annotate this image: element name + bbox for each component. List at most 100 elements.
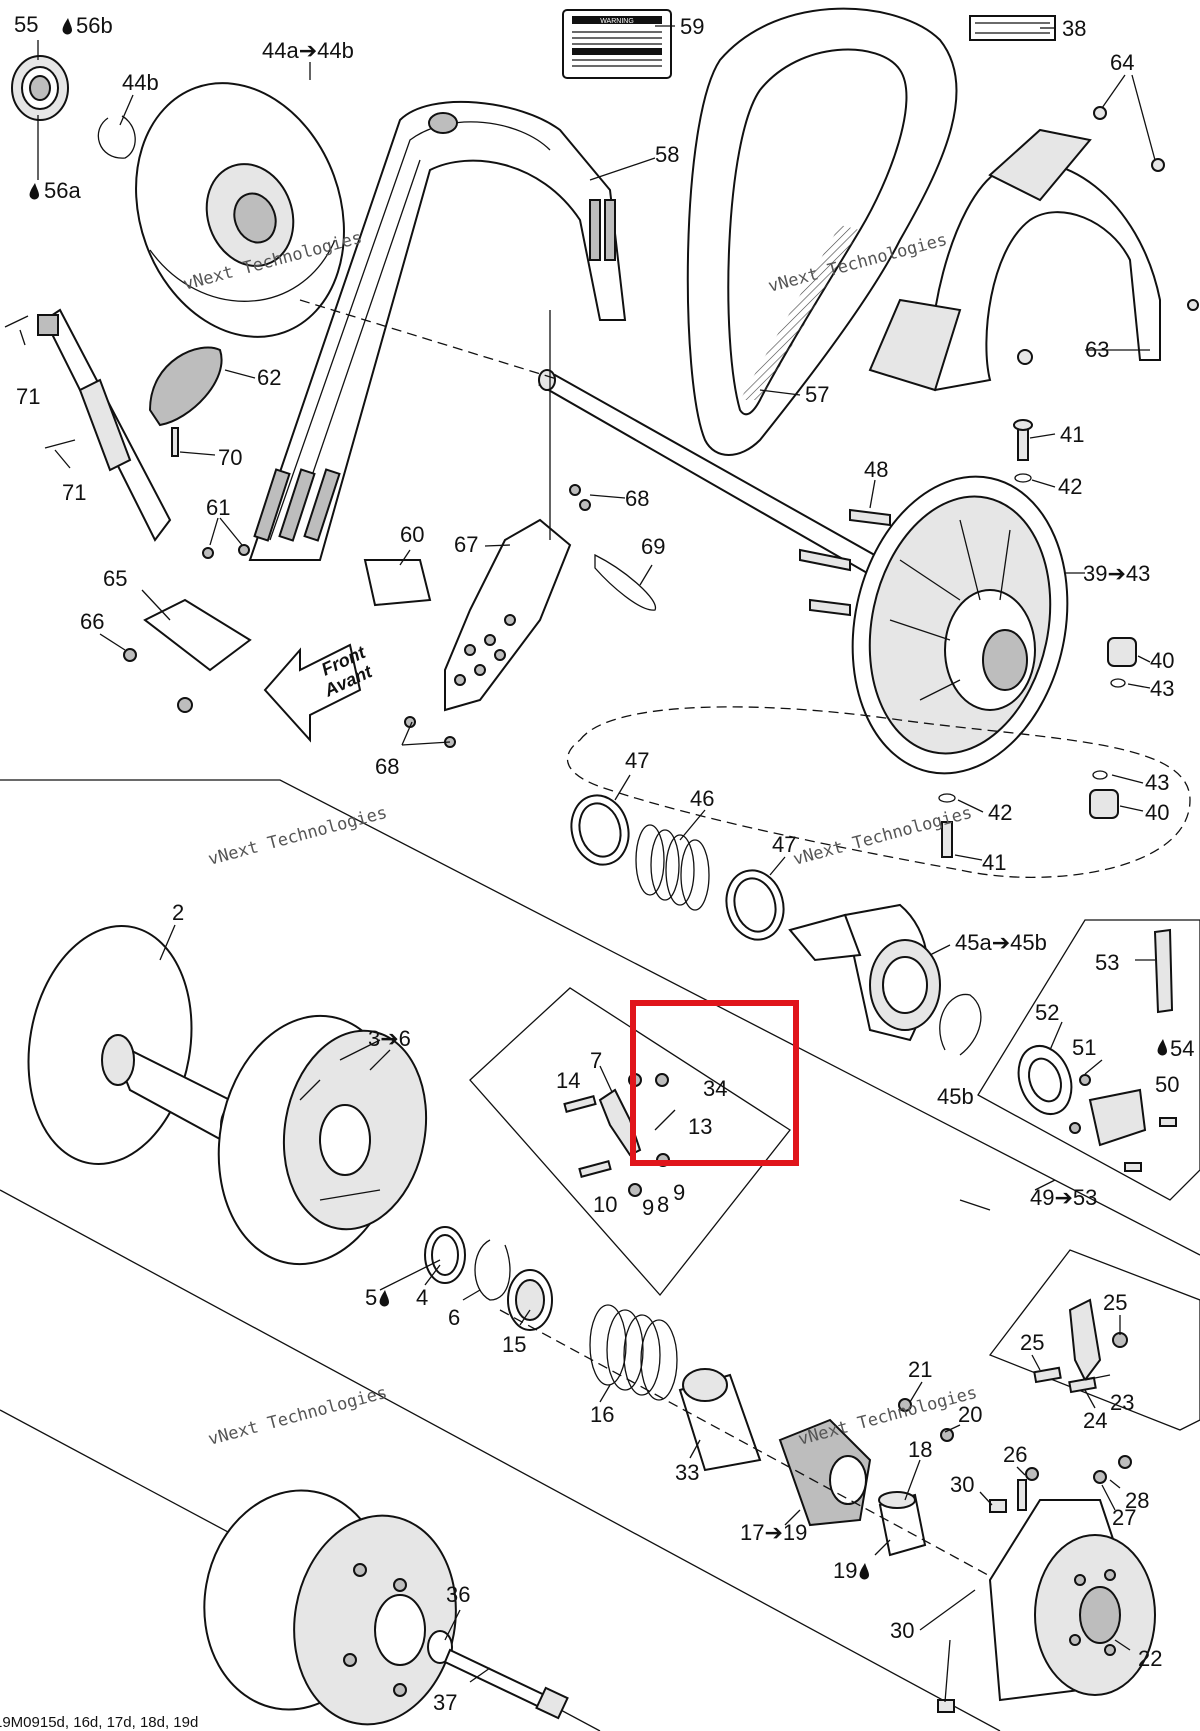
callout-23: 23 [1110, 1390, 1134, 1415]
callout-43b: 43 [1145, 770, 1169, 795]
callout-39: 39➔43 [1083, 561, 1150, 586]
bolt-part-41-bottom [938, 793, 956, 858]
callout-41a: 41 [1060, 422, 1084, 447]
callout-3: 3➔6 [368, 1026, 411, 1051]
callout-10: 10 [593, 1192, 617, 1217]
callout-44a: 44a➔44b [262, 38, 354, 63]
screws-part-61 [202, 544, 250, 559]
callout-68a: 68 [625, 486, 649, 511]
lubricant-drop-icon [1157, 1039, 1167, 1056]
highlight-frame [630, 1000, 799, 1166]
callout-7: 7 [590, 1048, 602, 1073]
callout-71b: 71 [62, 480, 86, 505]
callout-2: 2 [172, 900, 184, 925]
callout-47b: 47 [772, 832, 796, 857]
callout-42b: 42 [988, 800, 1012, 825]
rollers-part-40 [1089, 637, 1137, 819]
sleeve-part-33 [678, 1368, 762, 1472]
callout-21: 21 [908, 1357, 932, 1382]
callout-67: 67 [454, 532, 478, 557]
fasteners-part-64 [1017, 106, 1199, 365]
bolts-part-48 [799, 508, 891, 617]
callout-45b: 45b [937, 1084, 974, 1109]
cam-part-17 [778, 1418, 872, 1527]
callout-5: 5 [365, 1285, 377, 1310]
callout-36: 36 [446, 1582, 470, 1607]
callout-53: 53 [1095, 950, 1119, 975]
callout-63: 63 [1085, 337, 1109, 362]
callout-60: 60 [400, 522, 424, 547]
bushing-part-18 [878, 1491, 927, 1557]
callout-71a: 71 [16, 384, 40, 409]
bracket-part-70 [37, 308, 172, 542]
parts-49-53 [1017, 928, 1177, 1172]
clip-part-44b [97, 115, 136, 159]
callout-26: 26 [1003, 1442, 1027, 1467]
lever-parts-23-25 [1033, 1298, 1128, 1394]
callout-43a: 43 [1150, 676, 1174, 701]
callout-41b: 41 [982, 850, 1006, 875]
clip-part-45b [939, 993, 982, 1056]
seal-part-55 [11, 55, 69, 121]
rings-parts-4-6-15 [424, 1226, 553, 1331]
group-box-7-14 [469, 987, 791, 1297]
leader-lines [19, 25, 1156, 1703]
callout-8: 8 [657, 1192, 669, 1217]
belt-guard-part-58 [248, 100, 627, 561]
callout-42a: 42 [1058, 474, 1082, 499]
callout-66: 66 [80, 609, 104, 634]
callout-30b: 30 [890, 1618, 914, 1643]
callout-62: 62 [257, 365, 281, 390]
callout-61: 61 [206, 495, 230, 520]
cam-part-45 [788, 903, 941, 1042]
callout-44b: 44b [122, 70, 159, 95]
screws-parts-20-21 [898, 1398, 954, 1442]
callout-69: 69 [641, 534, 665, 559]
callout-13: 13 [688, 1114, 712, 1139]
callout-38: 38 [1062, 16, 1086, 41]
callout-labels: 55 56b 56a 44a➔44b 44b 59 38 64 58 62 71… [14, 12, 1194, 1715]
callout-24: 24 [1083, 1408, 1107, 1433]
callout-46: 46 [690, 786, 714, 811]
driven-pulley-part-22 [988, 1499, 1156, 1702]
callout-37: 37 [433, 1690, 457, 1715]
callout-17: 17➔19 [740, 1520, 807, 1545]
parts-26-28-30 [937, 1455, 1132, 1713]
plate-part-60 [363, 559, 432, 607]
lever-parts-7-14 [563, 1073, 676, 1197]
callout-68b: 68 [375, 754, 399, 779]
guard-part-63 [868, 128, 1161, 392]
callout-15: 15 [502, 1332, 526, 1357]
screws-part-71 [4, 315, 76, 449]
callout-70: 70 [218, 445, 242, 470]
group-box-49-53 [977, 919, 1200, 1201]
callout-58: 58 [655, 142, 679, 167]
callout-40a: 40 [1150, 648, 1174, 673]
callout-25b: 25 [1020, 1330, 1044, 1355]
callout-4: 4 [416, 1285, 428, 1310]
callout-18: 18 [908, 1437, 932, 1462]
fixed-sheave-part-44a [135, 82, 345, 338]
fixed-sheave-part-2 [27, 925, 250, 1165]
callout-22: 22 [1138, 1646, 1162, 1671]
spring-part-16 [589, 1304, 678, 1401]
callout-47a: 47 [625, 748, 649, 773]
callout-20: 20 [958, 1402, 982, 1427]
group-box-20-25 [988, 1249, 1200, 1431]
callout-49: 49➔53 [1030, 1185, 1097, 1210]
clip-part-69 [594, 553, 656, 611]
callout-48: 48 [864, 457, 888, 482]
warning-label-heading: WARNING [600, 18, 634, 25]
bolt-part-41-top [1013, 419, 1033, 483]
callout-9a: 9 [642, 1195, 654, 1220]
front-direction-arrow: Front Avant [263, 642, 376, 743]
callout-59: 59 [680, 14, 704, 39]
callout-56b: 56b [76, 13, 113, 38]
pad-part-62 [148, 346, 223, 457]
callout-25a: 25 [1103, 1290, 1127, 1315]
bracket-part-65 [123, 598, 252, 713]
rings-part-47 [570, 794, 785, 941]
callout-33: 33 [675, 1460, 699, 1485]
spring-part-46 [635, 824, 710, 911]
